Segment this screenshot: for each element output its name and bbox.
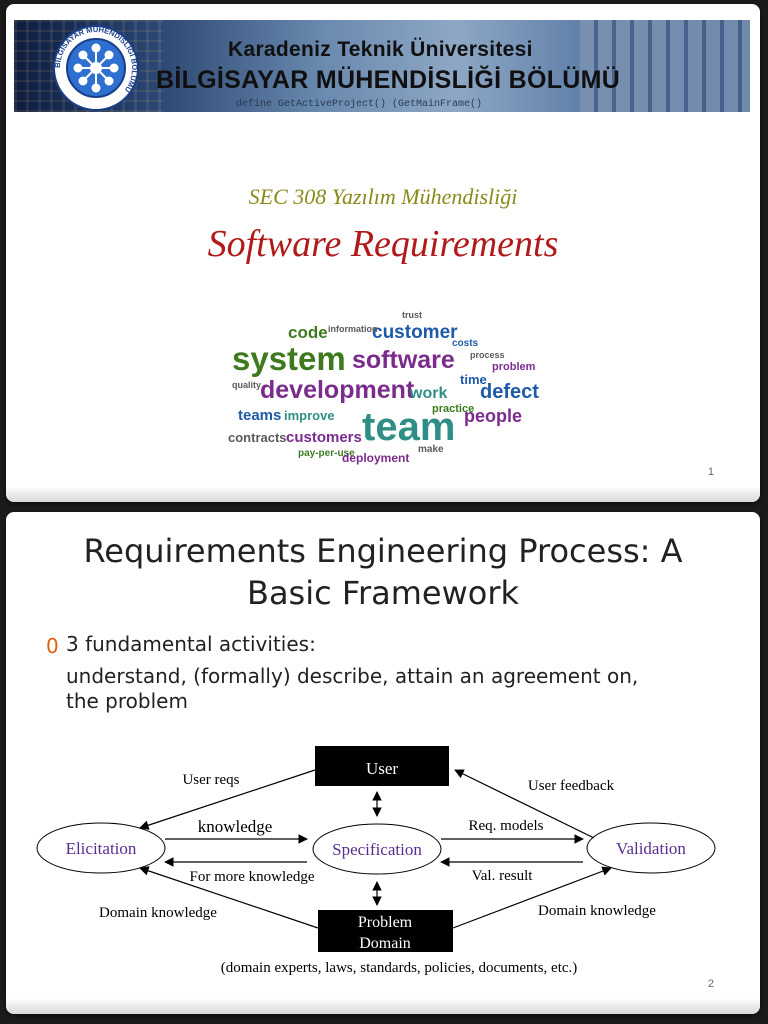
word-cloud-word: make [418,444,444,455]
department-name: BİLGİSAYAR MÜHENDİSLİĞİ BÖLÜMÜ [156,66,621,94]
department-logo-icon: BİLGİSAYAR MÜHENDİSLİĞİ BÖLÜMÜ [53,25,139,111]
word-cloud-word: contracts [228,430,287,445]
domain-knowledge-right-arrow [452,866,612,929]
page-number: 2 [707,978,714,990]
slide-bottom-shade [6,998,760,1014]
university-banner: BİLGİSAYAR MÜHENDİSLİĞİ BÖLÜMÜ Karadeniz… [14,20,750,112]
course-title: SEC 308 Yazılım Mühendisliği [248,184,518,209]
word-cloud-word: customer [372,322,458,343]
specification-label: Specification [332,840,422,859]
slide-title-line-2: Basic Framework [246,574,520,612]
specification-node [312,823,442,875]
user-box [315,746,449,786]
user-feedback-arrow [454,769,595,839]
knowledge-label: knowledge [198,817,273,836]
word-cloud-word: system [232,340,346,377]
diagram-footnote: (domain experts, laws, standards, polici… [221,960,578,976]
word-cloud-word: people [464,406,522,426]
word-cloud-word: process [470,350,505,360]
word-cloud-word: code [288,323,328,342]
problem-domain-label-1: Problem [358,914,413,931]
domain-knowledge-left-label: Domain knowledge [99,905,217,921]
slide-title-line-1: Requirements Engineering Process: A [83,532,683,570]
word-cloud-word: deployment [342,451,409,465]
word-cloud-word: trust [402,310,422,320]
word-cloud-word: pay-per-use [298,448,355,459]
bullet-subtext-line-2: the problem [66,689,188,713]
user-label: User [366,759,398,778]
university-name: Karadeniz Teknik Üniversitesi [228,38,533,61]
banner-code-text: define GetActiveProject() (GetMainFrame(… [236,99,483,110]
word-cloud-word: time [460,372,487,387]
word-cloud-word: defect [480,381,539,403]
word-cloud-word: information [328,324,378,334]
validation-node [586,822,716,874]
slide-2: Requirements Engineering Process: A Basi… [6,512,760,1014]
req-models-label: Req. models [469,818,544,834]
word-cloud-word: work [409,385,447,402]
user-reqs-label: User reqs [182,772,239,788]
bullet-text: 3 fundamental activities: [66,632,316,656]
problem-domain-box [318,910,453,952]
bullet-subtext: understand, (formally) describe, attain … [66,664,716,714]
requirements-process-diagram: User Problem Domain Elicitation Specific… [36,746,716,976]
word-cloud-image: code customer system software problem de… [228,310,539,465]
slide-title: Requirements Engineering Process: A Basi… [26,530,740,614]
word-cloud-word: practice [432,403,474,415]
elicitation-label: Elicitation [66,839,137,858]
slide-bottom-shade [6,486,760,502]
word-cloud-word: costs [452,338,479,349]
slide-title: Software Requirements [207,223,559,265]
word-cloud-word: customers [286,429,362,446]
validation-label: Validation [616,839,686,858]
bullet-subtext-line-1: understand, (formally) describe, attain … [66,664,639,688]
bullet-marker: 0 [46,634,59,658]
val-result-label: Val. result [472,868,534,884]
word-cloud-word: development [260,376,415,404]
domain-knowledge-right-label: Domain knowledge [538,903,656,919]
user-reqs-arrow [139,769,316,830]
elicitation-node [36,822,166,874]
word-cloud-word: teams [238,407,281,424]
user-feedback-label: User feedback [528,778,615,794]
slide-1: BİLGİSAYAR MÜHENDİSLİĞİ BÖLÜMÜ Karadeniz… [6,4,760,502]
word-cloud-word: problem [492,361,536,373]
page-number: 1 [707,466,714,478]
problem-domain-label-2: Domain [359,935,411,952]
building-image [580,20,750,112]
word-cloud-word: software [352,346,455,374]
word-cloud-word: team [362,405,455,449]
word-cloud-word: quality [232,380,261,390]
for-more-knowledge-label: For more knowledge [190,869,315,885]
word-cloud-word: improve [284,408,335,423]
domain-knowledge-left-arrow [139,866,319,929]
